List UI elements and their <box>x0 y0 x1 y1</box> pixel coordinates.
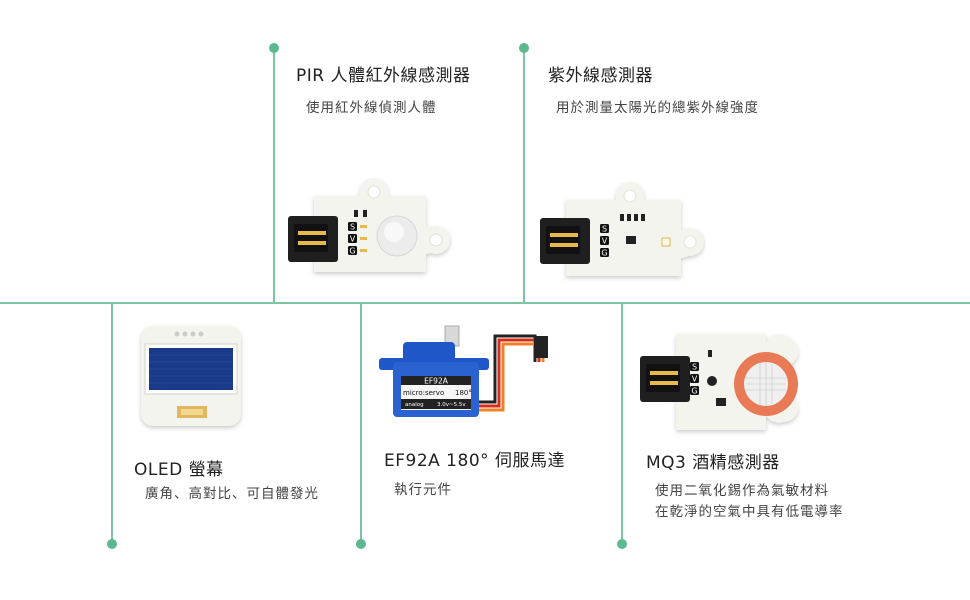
connector-mq3 <box>621 303 623 543</box>
pin-label-v: V <box>602 237 608 246</box>
pin-label-s: S <box>602 225 607 234</box>
pin-label-v: V <box>350 235 356 244</box>
pin-label-g: G <box>349 247 355 256</box>
mq3-description-line1: 使用二氧化錫作為氣敏材料 <box>655 483 829 499</box>
mq3-description-line2: 在乾淨的空氣中具有低電導率 <box>655 504 844 520</box>
connector-servo <box>360 303 362 543</box>
servo-angle-label: 180° <box>455 389 472 397</box>
pir-sensor-module: S V G <box>284 178 454 287</box>
timeline-dot-oled <box>107 539 117 549</box>
timeline-dot-uv <box>519 43 529 53</box>
servo-voltage-label: 3.0v~5.5v <box>437 402 466 408</box>
pir-title: PIR 人體紅外線感測器 <box>296 66 471 86</box>
mq3-title: MQ3 酒精感測器 <box>646 453 780 473</box>
timeline-dot-pir <box>269 43 279 53</box>
oled-description: 廣角、高對比、可自體發光 <box>145 486 319 502</box>
servo-model-label: EF92A <box>424 377 449 386</box>
oled-title: OLED 螢幕 <box>134 460 224 480</box>
pin-label-v: V <box>692 375 698 384</box>
servo-description: 執行元件 <box>394 482 452 498</box>
uv-description: 用於測量太陽光的總紫外線強度 <box>556 100 759 116</box>
timeline-dot-servo <box>356 539 366 549</box>
uv-sensor-module: S V G <box>536 182 706 286</box>
mq3-sensor-module: S V G <box>636 326 826 440</box>
connector-uv <box>523 48 525 303</box>
connector-pir <box>273 48 275 303</box>
pin-label-g: G <box>691 387 697 396</box>
uv-title: 紫外線感測器 <box>548 66 653 86</box>
timeline-axis <box>0 302 970 304</box>
connector-oled <box>111 303 113 543</box>
oled-display-module <box>137 322 247 436</box>
pin-label-g: G <box>601 249 607 258</box>
pin-label-s: S <box>350 223 355 232</box>
servo-title: EF92A 180° 伺服馬達 <box>384 451 566 471</box>
pir-description: 使用紅外線偵測人體 <box>306 100 437 116</box>
servo-motor-module: EF92A micro:servo 180° analog 3.0v~5.5v <box>375 322 555 436</box>
servo-type-label: analog <box>405 402 424 408</box>
servo-brand-label: micro:servo <box>403 389 444 397</box>
timeline-dot-mq3 <box>617 539 627 549</box>
pin-label-s: S <box>692 363 697 372</box>
